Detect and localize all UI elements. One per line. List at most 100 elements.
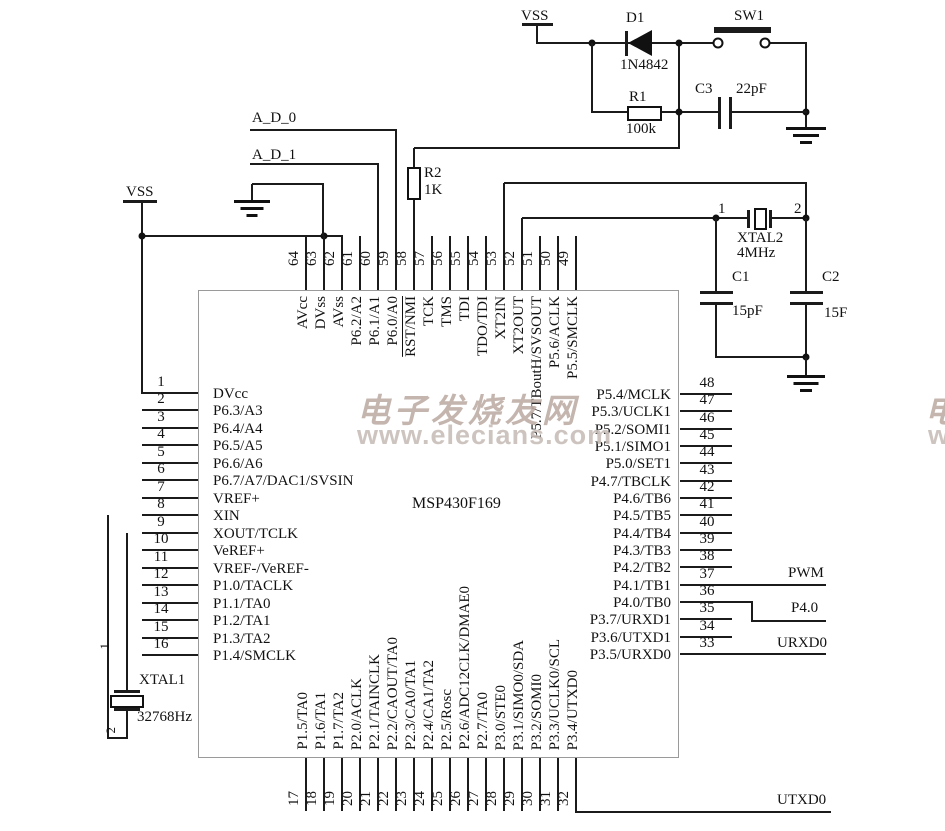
pin-number: 12 xyxy=(153,566,169,582)
pin-label: P3.4/UTXD0 xyxy=(565,669,581,750)
wire xyxy=(252,183,324,185)
net-label-urxd0: URXD0 xyxy=(777,635,828,651)
ground-symbol xyxy=(800,141,812,144)
resistor-r1 xyxy=(627,106,662,121)
pin-label: P3.3/UCLK0/SCL xyxy=(547,638,563,750)
wire xyxy=(126,533,128,692)
pin-number: 32 xyxy=(556,791,572,806)
pin-label: VeREF+ xyxy=(213,543,265,559)
pin-number: 20 xyxy=(340,791,356,806)
pin-number: 52 xyxy=(502,251,518,266)
pin-label: P1.7/TA2 xyxy=(331,692,347,750)
pin-stub xyxy=(680,566,732,568)
pin-stub xyxy=(557,236,559,290)
wire xyxy=(107,515,109,739)
pin-label: P4.1/TB1 xyxy=(613,578,671,594)
pin-label: P6.0/A0 xyxy=(385,296,401,346)
pin-label: P5.1/SIMO1 xyxy=(594,439,671,455)
pin-label: P5.0/SET1 xyxy=(605,456,671,472)
pin-stub xyxy=(395,758,397,811)
pin-stub xyxy=(142,654,198,656)
pin-number: 47 xyxy=(699,392,715,408)
pin-number: 10 xyxy=(153,531,169,547)
wire xyxy=(732,584,826,586)
pin-label: P3.6/UTXD1 xyxy=(590,630,671,646)
pin-label: P2.0/ACLK xyxy=(349,677,365,750)
pin-number: 26 xyxy=(448,791,464,806)
pin-number: 58 xyxy=(394,251,410,266)
pin-number: 39 xyxy=(699,531,715,547)
pin-number: 29 xyxy=(502,791,518,806)
pin-number: 60 xyxy=(358,251,374,266)
crystal-plate xyxy=(769,210,772,228)
pin-stub xyxy=(680,480,732,482)
pin-label: AVss xyxy=(331,296,347,328)
d1-value: 1N4842 xyxy=(620,57,669,73)
xtal1-ref: XTAL1 xyxy=(139,672,186,688)
pin-stub xyxy=(449,758,451,811)
pin-stub xyxy=(142,497,198,499)
pin-stub xyxy=(142,619,198,621)
pin-stub xyxy=(485,758,487,811)
pin-number: 61 xyxy=(340,251,356,266)
pin-stub xyxy=(142,584,198,586)
pin-number: 8 xyxy=(157,496,165,512)
c1-value: 15pF xyxy=(732,303,763,319)
pin-stub xyxy=(467,236,469,290)
pin-stub xyxy=(142,462,198,464)
pin-number: 33 xyxy=(699,635,715,651)
pin-stub xyxy=(341,758,343,811)
pin-stub xyxy=(467,758,469,811)
wire xyxy=(251,184,253,200)
pin-label: P6.1/A1 xyxy=(367,296,383,346)
wire xyxy=(250,163,379,165)
pin-number: 48 xyxy=(699,375,715,391)
pin-stub xyxy=(680,497,732,499)
pin-number: 55 xyxy=(448,251,464,266)
wire xyxy=(250,129,397,131)
pin-label: TCK xyxy=(421,296,437,326)
pin-stub xyxy=(680,462,732,464)
wire xyxy=(715,218,717,292)
wire xyxy=(414,147,680,149)
switch-terminal xyxy=(759,37,771,49)
pin-stub xyxy=(142,602,198,604)
junction-dot xyxy=(138,232,146,240)
wire xyxy=(752,620,826,622)
pin-number: 3 xyxy=(157,409,165,425)
pin-stub xyxy=(305,236,307,290)
pin-number: 64 xyxy=(286,251,302,266)
pin-stub xyxy=(395,236,397,290)
wire xyxy=(536,25,538,44)
pin-number: 37 xyxy=(699,566,715,582)
ic-body xyxy=(198,290,679,758)
net-label-ad0: A_D_0 xyxy=(252,110,297,126)
pin-number: 59 xyxy=(376,251,392,266)
wire xyxy=(107,737,128,739)
pin-stub xyxy=(680,653,732,655)
pin-number: 45 xyxy=(699,427,715,443)
pin-number: 44 xyxy=(699,444,715,460)
xtal2-pin1-label: 1 xyxy=(718,201,726,217)
wire xyxy=(504,182,807,184)
pin-number: 28 xyxy=(484,791,500,806)
c3-value: 22pF xyxy=(736,81,767,97)
pin-label: P2.2/CAOUT/TA0 xyxy=(385,636,401,750)
pin-number: 34 xyxy=(699,618,715,634)
pin-stub xyxy=(521,758,523,811)
net-label-p40: P4.0 xyxy=(791,600,819,616)
pin-stub xyxy=(557,758,559,811)
net-label-ad1: A_D_1 xyxy=(252,147,297,163)
pin-number: 7 xyxy=(157,479,165,495)
pin-stub xyxy=(323,236,325,290)
r1-value: 100k xyxy=(626,121,656,137)
watermark-text-partial: 电 xyxy=(925,384,945,432)
wire xyxy=(576,811,831,813)
pin-number: 43 xyxy=(699,462,715,478)
pin-number: 4 xyxy=(157,426,165,442)
pin-number: 41 xyxy=(699,496,715,512)
pin-stub xyxy=(142,567,198,569)
pin-label: P2.1/TAINCLK xyxy=(367,654,383,750)
capacitor-plate xyxy=(718,97,721,129)
ground-symbol xyxy=(793,382,819,385)
